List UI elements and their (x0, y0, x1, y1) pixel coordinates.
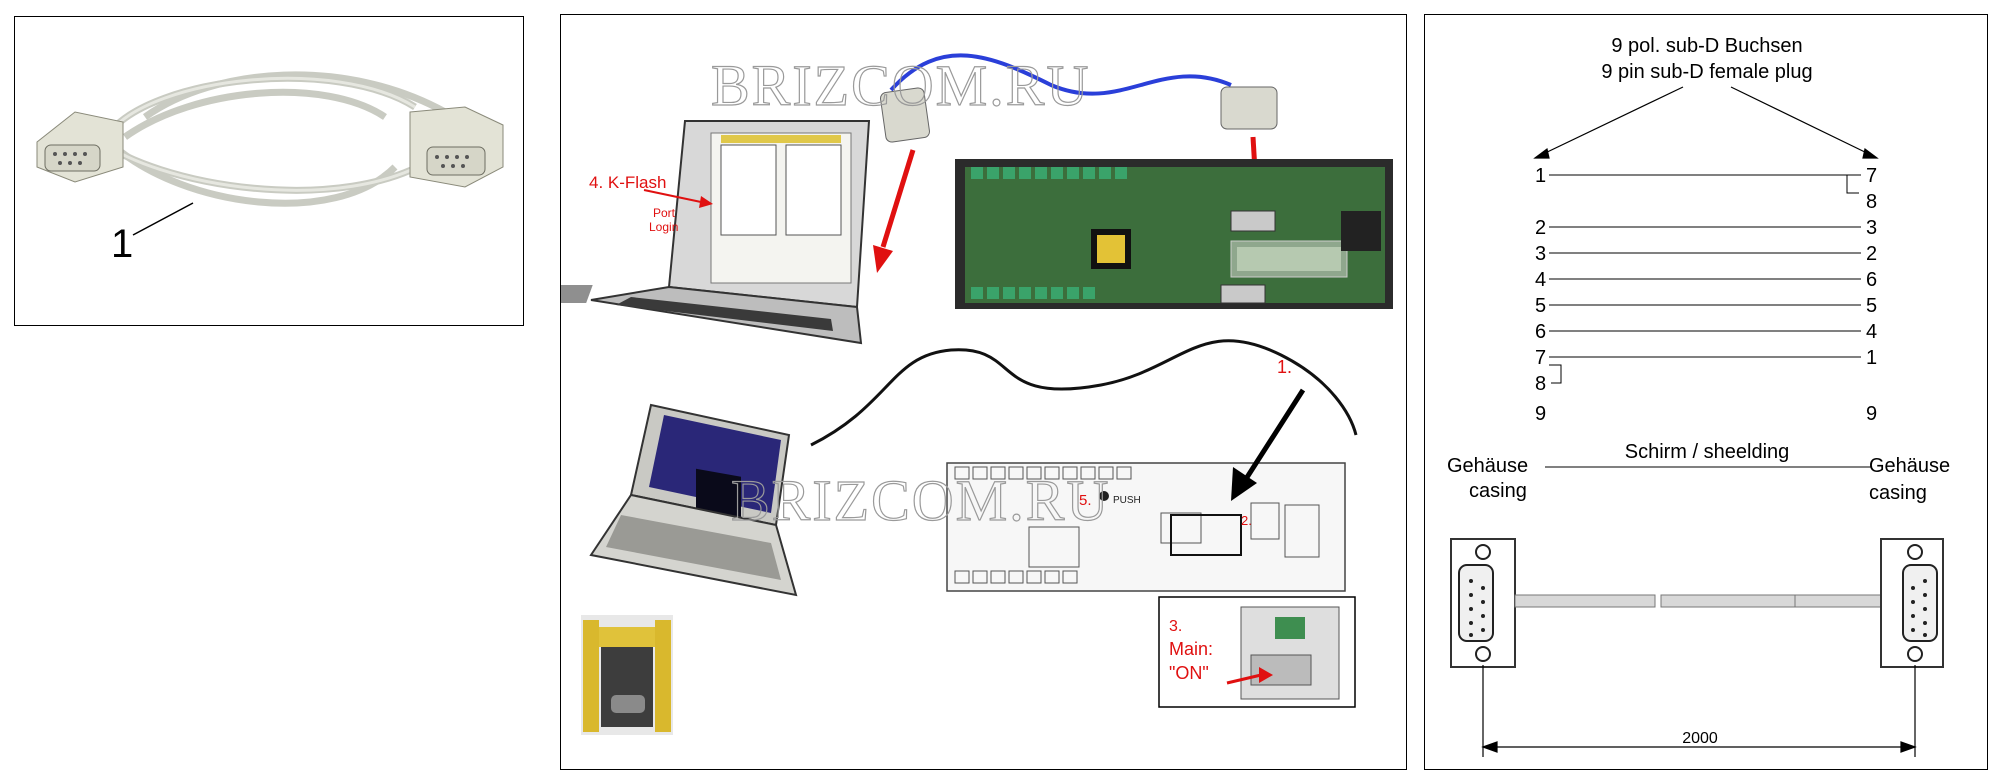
title-pointer-arrows (1533, 86, 1879, 159)
step3-number-label: 3. (1169, 618, 1182, 635)
pin-right-5: 6 (1866, 269, 1877, 291)
black-serial-cable (810, 339, 1358, 447)
step4-login-label: Login (649, 220, 678, 234)
step4-label: 4. K-Flash (589, 173, 666, 192)
pin-right-3: 3 (1866, 217, 1877, 239)
controller-board (955, 159, 1393, 309)
push-button-label: PUSH (1113, 495, 1141, 506)
lower-control-board: PUSH (946, 462, 1346, 592)
pin-wires (1545, 174, 1871, 468)
pin-right-7: 4 (1866, 321, 1877, 343)
pin-left-1: 1 (1535, 165, 1546, 187)
step2-label: 2. (1241, 513, 1252, 528)
housing-right-label: Gehäuse (1869, 455, 1950, 477)
pin-left-8: 8 (1535, 373, 1546, 395)
laptop-legacy (589, 403, 798, 597)
cable-connector-right (1220, 86, 1278, 130)
pin-left-2: 2 (1535, 217, 1546, 239)
wiring-diagram-panel: 9 pol. sub-D Buchsen 9 pin sub-D female … (1424, 14, 1988, 770)
step5-label: 5. (1079, 492, 1092, 509)
housing-left-label: Gehäuse (1447, 455, 1528, 477)
pin-right-6: 5 (1866, 295, 1877, 317)
callout-1-label: 1 (111, 222, 133, 266)
watermark-bottom: BRIZCOM.RU (731, 468, 1110, 533)
pin-left-5: 5 (1535, 295, 1546, 317)
shield-label: Schirm / sheelding (1625, 441, 1790, 463)
step4-port-label: Port (653, 206, 676, 220)
pin-left-7: 7 (1535, 347, 1546, 369)
connection-diagram-panel: 4. K-Flash Port Login (560, 14, 1407, 770)
pin-left-3: 3 (1535, 243, 1546, 265)
step1-arrow (1231, 388, 1306, 501)
step3-on-label: "ON" (1169, 663, 1209, 683)
length-dimension (1481, 665, 1917, 757)
pin-right-1: 7 (1866, 165, 1877, 187)
connection-illustration: 4. K-Flash Port Login (561, 52, 1393, 735)
pin-left-9: 9 (1535, 403, 1546, 425)
cable-connector-left (880, 87, 930, 143)
pin-right-9: 9 (1866, 403, 1877, 425)
right-pin-column: 7 8 3 2 6 5 4 1 9 (1866, 165, 1877, 425)
title-german: 9 pol. sub-D Buchsen (1611, 35, 1802, 57)
serial-cable-illustration: 1 (36, 71, 504, 266)
pin-right-4: 2 (1866, 243, 1877, 265)
blue-serial-cable (889, 53, 1232, 96)
pin-left-6: 6 (1535, 321, 1546, 343)
laptop-modern (561, 120, 871, 345)
pin-right-8: 1 (1866, 347, 1877, 369)
callout-leader-line (132, 202, 194, 236)
left-db9-connector (36, 111, 124, 183)
car-wash-photo (581, 615, 673, 735)
pinout-diagram: 9 pol. sub-D Buchsen 9 pin sub-D female … (1447, 35, 1950, 757)
cable-photo-panel: 1 (14, 16, 524, 326)
casing-right-label: casing (1869, 482, 1927, 504)
cable-drawing (1450, 538, 1944, 668)
main-switch-inset (1158, 596, 1356, 708)
right-db9-connector (409, 106, 504, 188)
step1-label: 1. (1277, 357, 1292, 377)
left-pin-column: 1 2 3 4 5 6 7 8 9 (1535, 165, 1546, 425)
length-label: 2000 (1682, 730, 1718, 747)
step3-main-label: Main: (1169, 639, 1213, 659)
casing-left-label: casing (1469, 480, 1527, 502)
title-english: 9 pin sub-D female plug (1601, 61, 1812, 83)
pin-right-2: 8 (1866, 191, 1877, 213)
watermark-top: BRIZCOM.RU (711, 53, 1090, 118)
pin-left-4: 4 (1535, 269, 1546, 291)
